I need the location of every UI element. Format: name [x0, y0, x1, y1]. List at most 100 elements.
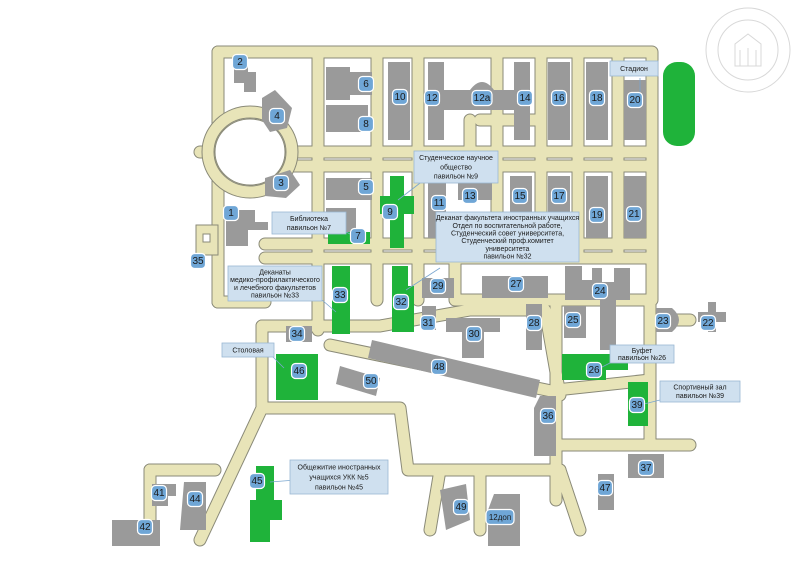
building-number: 46: [293, 366, 305, 377]
building-badge-41[interactable]: 41: [150, 484, 168, 502]
building-badge-12a[interactable]: 12а: [471, 89, 493, 107]
callout-line: павильон №32: [483, 254, 531, 261]
callout-line: Студенческое научное: [419, 155, 493, 162]
building-badge-16[interactable]: 16: [550, 89, 568, 107]
building-badge-7[interactable]: 7: [349, 227, 367, 245]
building-number: 5: [363, 182, 369, 193]
callout-line: Отдел по воспитательной работе,: [452, 222, 562, 230]
building-badge-14[interactable]: 14: [516, 89, 534, 107]
callout-line: Стадион: [620, 66, 648, 73]
building-badge-26[interactable]: 26: [585, 361, 603, 379]
callout-line: павильон №39: [676, 393, 724, 400]
callout-leaders: [269, 78, 661, 483]
building-number: 6: [363, 79, 369, 90]
callout-dormitory: Общежитие иностранных учащихся УКК №5 пави…: [289, 459, 389, 495]
building-number: 2: [237, 57, 243, 68]
building-number: 35: [192, 256, 204, 267]
building-number: 50: [365, 376, 377, 387]
building-badge-42[interactable]: 42: [136, 518, 154, 536]
callout-line: университета: [486, 246, 530, 253]
building-badge-39[interactable]: 39: [628, 396, 646, 414]
building-badge-10[interactable]: 10: [391, 88, 409, 106]
building-number: 23: [657, 316, 669, 327]
building-badge-48[interactable]: 48: [430, 358, 448, 376]
building-number: 8: [363, 119, 369, 130]
building-badge-37[interactable]: 37: [637, 459, 655, 477]
building-number: 12: [426, 93, 438, 104]
building-badge-2[interactable]: 2: [231, 53, 249, 71]
building-number: 19: [591, 210, 603, 221]
building-number: 44: [189, 494, 201, 505]
building-number: 33: [334, 290, 346, 301]
building-number: 16: [553, 93, 565, 104]
building-number: 11: [434, 198, 445, 209]
callout-canteen: Столовая: [221, 342, 275, 358]
callout-line: павильон №33: [251, 293, 299, 300]
callout-line: Библиотека: [290, 215, 328, 223]
building-badge-32[interactable]: 32: [392, 293, 410, 311]
building-badge-23[interactable]: 23: [654, 312, 672, 330]
building-badge-19[interactable]: 19: [588, 206, 606, 224]
callout-line: Буфет: [632, 348, 653, 355]
building-badge-22[interactable]: 22: [699, 314, 717, 332]
building-badge-13[interactable]: 13: [461, 187, 479, 205]
building-badge-4[interactable]: 4: [268, 107, 286, 125]
building-badge-15[interactable]: 15: [511, 187, 529, 205]
building-badge-1[interactable]: 1: [222, 204, 240, 222]
building-badge-11[interactable]: 11: [430, 194, 448, 212]
building-badge-12[interactable]: 12: [423, 89, 441, 107]
building-badge-24[interactable]: 24: [591, 282, 609, 300]
building-badge-50[interactable]: 50: [362, 372, 380, 390]
building-number: 10: [394, 92, 406, 103]
building-number: 36: [542, 411, 554, 422]
building-badge-6[interactable]: 6: [357, 75, 375, 93]
building-number: 37: [640, 463, 652, 474]
callout-dekanat-foreign: Деканат факультета иностранных учащихсяО…: [435, 211, 580, 263]
stadium-field: [663, 62, 695, 146]
building-badge-47[interactable]: 47: [596, 479, 614, 497]
building-badge-27[interactable]: 27: [507, 275, 525, 293]
callout-stadium: Стадион: [609, 60, 659, 77]
building-badge-44[interactable]: 44: [186, 490, 204, 508]
callout-line: медико-профилактического: [230, 277, 320, 284]
building-number: 1: [228, 208, 234, 219]
callout-line: Столовая: [232, 347, 264, 354]
building-badge-36[interactable]: 36: [539, 407, 557, 425]
building-number: 30: [468, 329, 480, 340]
building-badge-49[interactable]: 49: [452, 498, 470, 516]
callout-line: павильон №45: [315, 484, 363, 491]
building-number: 31: [422, 318, 434, 329]
building-badge-21[interactable]: 21: [625, 205, 643, 223]
building-badge-35[interactable]: 35: [189, 252, 207, 270]
building-badge-20[interactable]: 20: [626, 91, 644, 109]
building-badge-29[interactable]: 29: [429, 277, 447, 295]
callout-line: Общежитие иностранных: [298, 463, 381, 471]
building-number: 7: [355, 231, 361, 242]
building-number: 15: [514, 191, 526, 202]
building-badge-17[interactable]: 17: [550, 187, 568, 205]
callout-line: учащихся УКК №5: [309, 474, 368, 481]
building-badge-46[interactable]: 46: [290, 362, 308, 380]
building-number: 17: [553, 191, 565, 202]
building-badge-9[interactable]: 9: [381, 203, 399, 221]
building-number: 39: [631, 400, 643, 411]
building-badge-33[interactable]: 33: [331, 286, 349, 304]
building-badge-8[interactable]: 8: [357, 115, 375, 133]
building-badge-18[interactable]: 18: [588, 89, 606, 107]
university-seal: [705, 7, 791, 93]
building-badge-12dop[interactable]: 12доп: [485, 508, 515, 526]
building-badge-25[interactable]: 25: [564, 311, 582, 329]
building-badge-5[interactable]: 5: [357, 178, 375, 196]
callout-line: Деканаты: [259, 269, 291, 276]
building-badge-28[interactable]: 28: [525, 314, 543, 332]
building-badge-30[interactable]: 30: [465, 325, 483, 343]
building-badge-3[interactable]: 3: [272, 174, 290, 192]
building-badge-31[interactable]: 31: [419, 314, 437, 332]
building-number: 27: [510, 279, 522, 290]
building-badge-45[interactable]: 45: [248, 472, 266, 490]
building-badge-34[interactable]: 34: [288, 325, 306, 343]
